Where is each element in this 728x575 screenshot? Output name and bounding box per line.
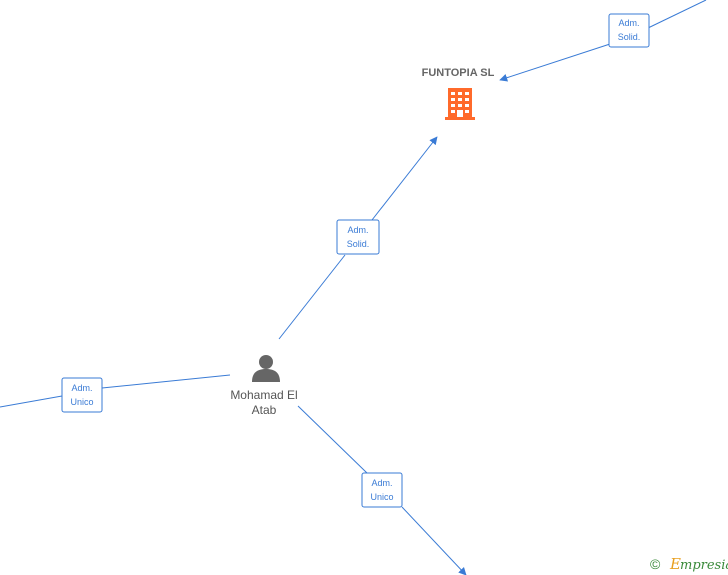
- edge-label-line1: Adm.: [71, 383, 92, 393]
- empresia-watermark: © E mpresia: [650, 555, 728, 573]
- edge-person-to-bottom: Adm. Unico: [297, 405, 467, 575]
- company-node[interactable]: FUNTOPIA SL: [422, 67, 495, 120]
- brand-initial: E: [669, 555, 681, 573]
- person-name-line2: Atab: [252, 403, 277, 417]
- person-node[interactable]: Mohamad El Atab: [230, 355, 298, 417]
- edge-label-line1: Adm.: [371, 478, 392, 488]
- edge-person-to-left: Adm. Unico: [0, 374, 231, 413]
- edge-person-to-company: Adm. Solid.: [278, 136, 438, 340]
- edge-line: [297, 405, 368, 474]
- edge-label-adm-unico-bottom[interactable]: Adm. Unico: [361, 472, 403, 508]
- edge-label-line1: Adm.: [618, 18, 639, 28]
- edge-label-adm-solid-top[interactable]: Adm. Solid.: [608, 13, 650, 48]
- edge-line: [278, 254, 346, 340]
- edge-top-right-to-company: Adm. Solid.: [499, 0, 707, 82]
- edge-line: [0, 395, 63, 408]
- company-name: FUNTOPIA SL: [422, 67, 495, 79]
- edge-line: [101, 374, 231, 389]
- edge-label-line2: Unico: [370, 492, 393, 502]
- edge-line: [647, 0, 707, 29]
- edge-label-adm-unico-left[interactable]: Adm. Unico: [61, 377, 103, 413]
- brand-name: mpresia: [680, 558, 728, 573]
- edge-line-arrow: [401, 506, 467, 575]
- edge-label-line1: Adm.: [347, 225, 368, 235]
- edge-label-line2: Solid.: [347, 239, 370, 249]
- edge-line-arrow: [371, 136, 438, 221]
- edge-label-line2: Solid.: [618, 32, 641, 42]
- edge-line-arrow: [499, 43, 611, 82]
- edge-label-line2: Unico: [70, 397, 93, 407]
- edge-label-adm-solid-mid[interactable]: Adm. Solid.: [336, 219, 380, 255]
- person-name-line1: Mohamad El: [230, 388, 297, 402]
- building-icon: [445, 88, 475, 120]
- person-icon: [252, 355, 280, 382]
- copyright-symbol: ©: [650, 556, 661, 572]
